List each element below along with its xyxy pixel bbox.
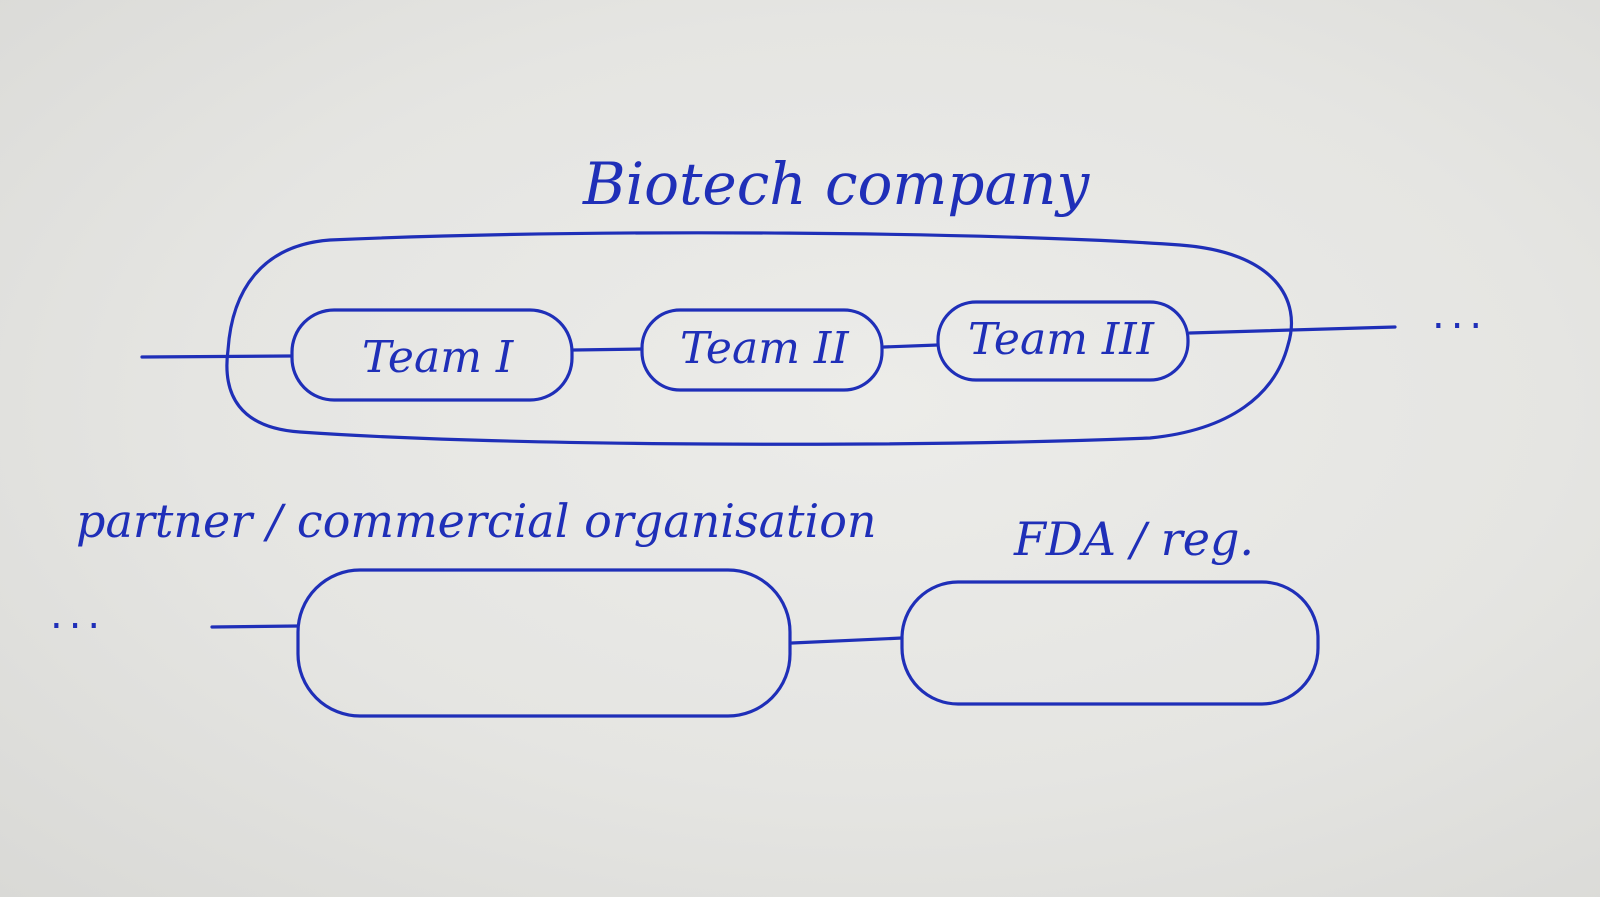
team-1-label: Team I <box>362 332 515 383</box>
team-2-box <box>640 308 884 392</box>
team-1-box <box>290 308 574 402</box>
team-2-label: Team II <box>680 323 850 374</box>
outgoing-line-right <box>1188 325 1397 335</box>
team-3-box <box>936 300 1190 382</box>
connector-team-2-3 <box>882 343 940 349</box>
partner-box <box>296 568 792 718</box>
team-3-label: Team III <box>968 314 1156 365</box>
company-title: Biotech company <box>582 150 1090 218</box>
fda-box <box>900 580 1320 706</box>
incoming-line-partner <box>210 624 300 629</box>
company-container <box>225 231 1293 446</box>
incoming-line-left <box>140 354 292 359</box>
partner-label: partner / commercial organisation <box>76 494 877 548</box>
connector-team-1-2 <box>572 347 644 352</box>
connector-partner-fda <box>790 636 904 645</box>
continuation-left: ... <box>50 592 106 638</box>
continuation-right: ... <box>1432 292 1488 338</box>
fda-label: FDA / reg. <box>1013 512 1254 566</box>
